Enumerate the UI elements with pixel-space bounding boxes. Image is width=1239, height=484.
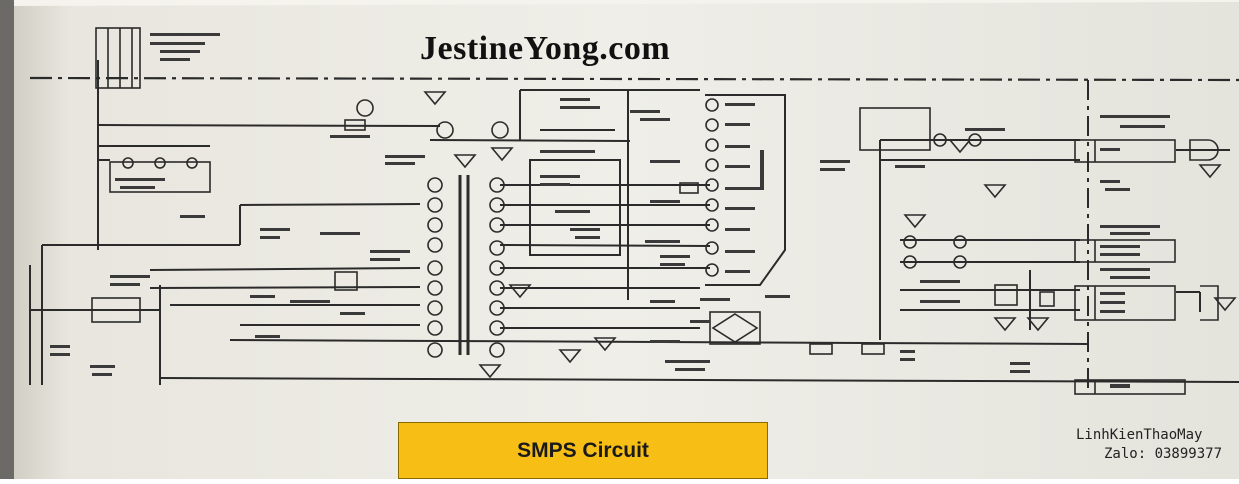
site-title: JestineYong.com: [420, 30, 671, 67]
circuit-wiring: [29, 60, 1239, 390]
paper-sheet: [8, 2, 1239, 479]
watermark-line-1: LinhKienThaoMay: [1076, 427, 1203, 443]
schematic-label-marks: [50, 33, 1170, 388]
caption-label: SMPS Circuit: [517, 438, 649, 462]
watermark-line-2: Zalo: 03899377: [1104, 446, 1223, 462]
caption-banner: SMPS Circuit: [398, 422, 768, 479]
circuit-components: [91, 27, 1219, 395]
ground-symbols: [423, 91, 1237, 379]
